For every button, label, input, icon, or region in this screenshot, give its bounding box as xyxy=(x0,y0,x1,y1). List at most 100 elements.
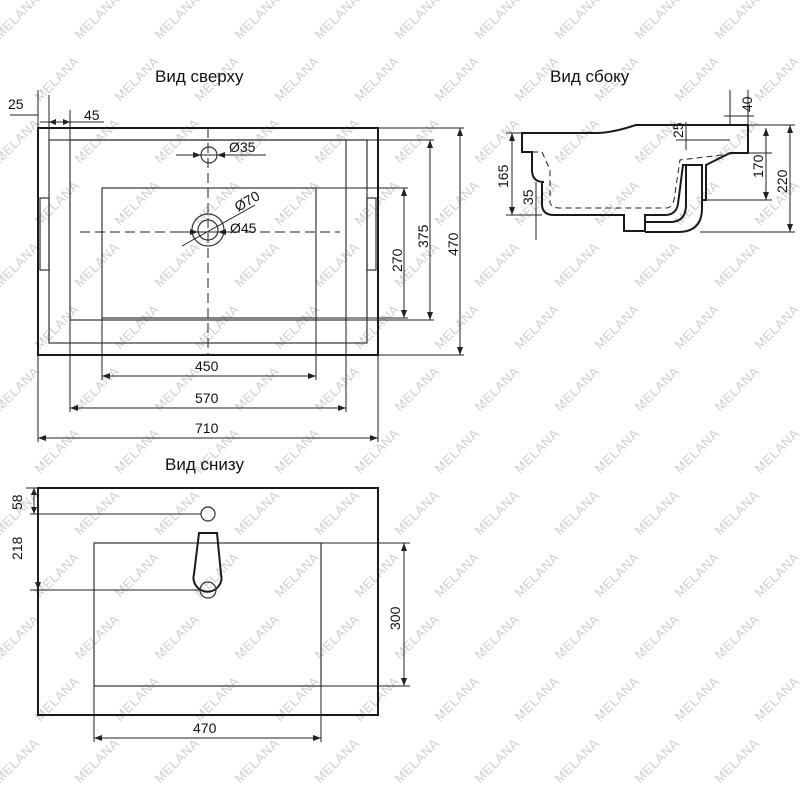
arrow xyxy=(763,128,769,136)
watermark-text: MELANA xyxy=(592,674,643,725)
watermark-text: MELANA xyxy=(352,54,403,105)
watermark-text: MELANA xyxy=(712,488,763,539)
watermark-text: MELANA xyxy=(32,550,83,601)
watermark-text: MELANA xyxy=(672,302,723,353)
cutout-depth-label: 300 xyxy=(387,606,403,630)
watermark-text: MELANA xyxy=(712,240,763,291)
drain-offset-label: 218 xyxy=(9,536,25,560)
arrow xyxy=(787,125,793,133)
top-view-title: Вид сверху xyxy=(155,67,244,86)
watermark-text: MELANA xyxy=(592,178,643,229)
height-35-label: 35 xyxy=(520,189,536,205)
arrow xyxy=(193,152,201,158)
watermark-text: MELANA xyxy=(0,54,2,105)
arrow xyxy=(763,192,769,200)
arrow xyxy=(49,119,56,125)
hole-offset-label: 58 xyxy=(9,494,25,510)
watermark-text: MELANA xyxy=(112,550,163,601)
watermark-text: MELANA xyxy=(512,426,563,477)
watermark-text: MELANA xyxy=(0,302,2,353)
watermark-text: MELANA xyxy=(72,116,123,167)
arrow xyxy=(427,140,433,148)
watermark-text: MELANA xyxy=(272,54,323,105)
watermark-text: MELANA xyxy=(752,426,800,477)
drain-outer-leader xyxy=(181,204,256,247)
watermark-text: MELANA xyxy=(32,54,83,105)
top-view-bowl-bottom xyxy=(101,187,317,319)
arrow xyxy=(190,229,198,235)
watermark-text: MELANA xyxy=(232,488,283,539)
drain-inner-circle xyxy=(197,219,219,241)
watermark-text: MELANA xyxy=(352,302,403,353)
watermark-text: MELANA xyxy=(192,550,243,601)
watermark-text: MELANA xyxy=(632,736,683,787)
watermark-text: MELANA xyxy=(312,488,363,539)
watermark-text: MELANA xyxy=(672,550,723,601)
arrow xyxy=(401,188,407,196)
arrow xyxy=(509,133,515,141)
top-view: Вид сверху Ø35 Ø70 Ø45 xyxy=(8,67,464,442)
watermark-text: MELANA xyxy=(312,240,363,291)
watermark-text: MELANA xyxy=(152,0,203,42)
arrow xyxy=(218,229,226,235)
arrow xyxy=(31,507,37,514)
watermark-text: MELANA xyxy=(112,674,163,725)
top-view-bowl-outline xyxy=(69,139,347,321)
watermark-text: MELANA xyxy=(232,0,283,42)
watermark-text: MELANA xyxy=(752,302,800,353)
arrow xyxy=(338,405,346,411)
watermark-text: MELANA xyxy=(72,612,123,663)
watermark-text: MELANA xyxy=(472,488,523,539)
watermark-text: MELANA xyxy=(112,426,163,477)
bottom-view: Вид снизу 58 218 300 470 xyxy=(9,455,410,742)
height-220-label: 220 xyxy=(774,169,790,193)
watermark-text: MELANA xyxy=(0,674,2,725)
watermark-text: MELANA xyxy=(432,302,483,353)
bowl-depth-label: 270 xyxy=(389,248,405,272)
watermark-text: MELANA xyxy=(232,612,283,663)
watermark-text: MELANA xyxy=(632,612,683,663)
watermark-text: MELANA xyxy=(312,736,363,787)
top-view-right-slot xyxy=(366,197,377,271)
watermark-text: MELANA xyxy=(592,302,643,353)
watermark-text: MELANA xyxy=(552,736,603,787)
bottom-view-title: Вид снизу xyxy=(165,455,244,474)
watermark-text: MELANA xyxy=(312,364,363,415)
drain-inner-diameter-label: Ø45 xyxy=(230,220,257,236)
watermark-text: MELANA xyxy=(592,426,643,477)
watermark-text: MELANA xyxy=(0,364,42,415)
watermark-text: MELANA xyxy=(272,302,323,353)
arrow xyxy=(38,435,46,441)
watermark-text: MELANA xyxy=(512,550,563,601)
watermark-text: MELANA xyxy=(712,736,763,787)
watermark-text: MELANA xyxy=(32,178,83,229)
watermark-text: MELANA xyxy=(232,240,283,291)
arrow xyxy=(427,312,433,320)
cutout-width-label: 470 xyxy=(193,720,217,736)
watermark-text: MELANA xyxy=(432,426,483,477)
watermark-text: MELANA xyxy=(432,550,483,601)
watermark-text: MELANA xyxy=(632,240,683,291)
watermark-text: MELANA xyxy=(272,178,323,229)
watermark-text: MELANA xyxy=(352,426,403,477)
watermark-text: MELANA xyxy=(392,364,443,415)
watermark-text: MELANA xyxy=(392,488,443,539)
overall-width-label: 710 xyxy=(195,420,219,436)
watermark-text: MELANA xyxy=(0,736,42,787)
watermark-text: MELANA xyxy=(552,612,603,663)
watermark-text: MELANA xyxy=(472,612,523,663)
arrow xyxy=(401,678,407,686)
watermark-text: MELANA xyxy=(112,178,163,229)
bottom-view-cutout xyxy=(93,542,322,687)
watermark-text: MELANA xyxy=(552,0,603,42)
watermark-text: MELANA xyxy=(392,116,443,167)
watermark-text: MELANA xyxy=(112,302,163,353)
watermark-text: MELANA xyxy=(0,0,42,42)
side-view-drain-pipe xyxy=(645,165,703,233)
watermark-text: MELANA xyxy=(512,302,563,353)
bowl-width-label: 450 xyxy=(195,358,219,374)
arrow xyxy=(35,582,41,590)
watermark-text: MELANA xyxy=(752,54,800,105)
watermark-text: MELANA xyxy=(72,240,123,291)
